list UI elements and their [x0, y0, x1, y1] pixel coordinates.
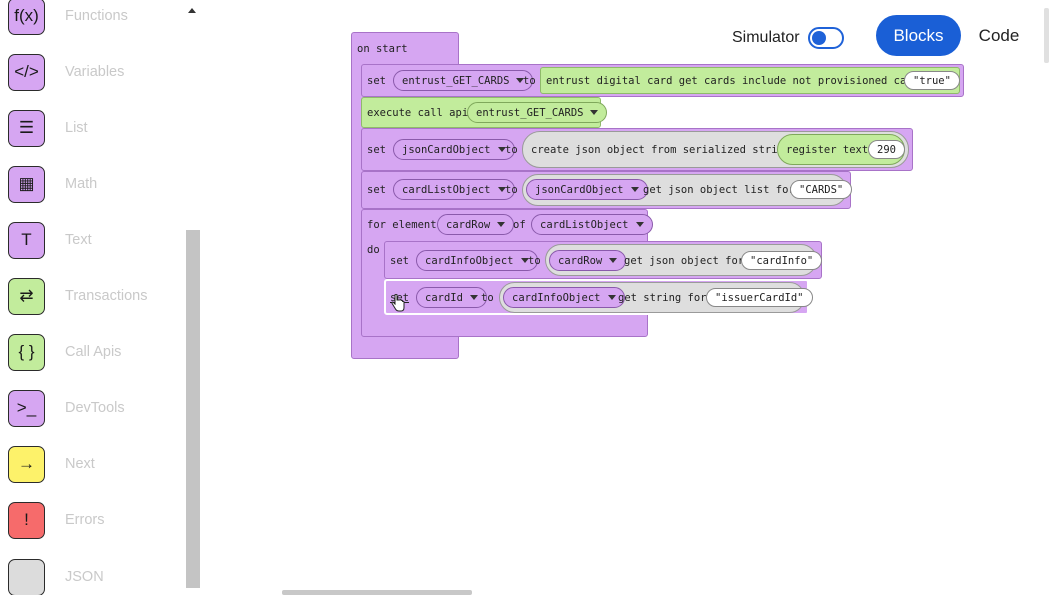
- register-text-label: register text: [786, 144, 869, 156]
- calculator-icon: ▦: [8, 165, 45, 203]
- api-dropdown[interactable]: entrust_GET_CARDS: [467, 102, 608, 123]
- to-label: to: [481, 292, 494, 304]
- text-arg-cardinfo[interactable]: "cardInfo": [741, 251, 823, 270]
- sidebar-item-transactions[interactable]: ⇄ Transactions: [8, 276, 147, 316]
- for-element-label: for element: [367, 219, 437, 231]
- code-tab-button[interactable]: Code: [974, 15, 1024, 56]
- get-json-object-label: get json object for: [624, 255, 745, 267]
- toggle-knob: [812, 31, 826, 45]
- get-json-list-label: get json object list for: [643, 184, 795, 196]
- to-label: to: [505, 184, 518, 196]
- set-label: set: [367, 144, 386, 156]
- simulator-toggle[interactable]: [808, 27, 844, 49]
- workspace-horizontal-scrollbar[interactable]: [282, 590, 472, 595]
- simulator-label: Simulator: [732, 29, 800, 46]
- get-cards-call-block[interactable]: [540, 67, 960, 94]
- on-start-label: on start: [357, 43, 408, 55]
- text-arg-cards[interactable]: "CARDS": [790, 180, 853, 199]
- sidebar-item-variables[interactable]: </> Variables: [8, 52, 124, 92]
- sidebar-item-list[interactable]: ☰ List: [8, 108, 88, 148]
- sidebar-item-label: Text: [65, 232, 92, 248]
- sidebar-scrollbar[interactable]: [186, 230, 200, 588]
- loop-list-dropdown[interactable]: cardListObject: [531, 214, 653, 235]
- terminal-icon: >_: [8, 389, 45, 427]
- variable-dropdown-7[interactable]: cardId: [416, 287, 487, 308]
- sidebar-item-label: Variables: [65, 64, 125, 80]
- code-brackets-icon: </>: [8, 53, 45, 91]
- sidebar-item-label: Transactions: [65, 288, 148, 304]
- collapse-arrow-icon[interactable]: [188, 8, 196, 13]
- variable-dropdown-6[interactable]: cardInfoObject: [416, 250, 538, 271]
- loop-variable-dropdown[interactable]: cardRow: [437, 214, 515, 235]
- set-label: set: [390, 255, 409, 267]
- number-arg-290[interactable]: 290: [868, 140, 905, 159]
- object-dropdown-4[interactable]: jsonCardObject: [526, 179, 648, 200]
- object-dropdown-6[interactable]: cardRow: [549, 250, 627, 271]
- function-icon: f(x): [8, 0, 45, 35]
- sidebar-item-label: DevTools: [65, 400, 125, 416]
- sidebar-item-label: Call Apis: [65, 344, 122, 360]
- variable-dropdown-3[interactable]: jsonCardObject: [393, 139, 515, 160]
- text-arg-true[interactable]: "true": [904, 71, 960, 90]
- to-label: to: [523, 75, 536, 87]
- sidebar-item-errors[interactable]: ! Errors: [8, 500, 104, 540]
- list-icon: ☰: [8, 109, 45, 147]
- set-label: set: [367, 75, 386, 87]
- sidebar-item-label: Math: [65, 176, 98, 192]
- object-dropdown-7[interactable]: cardInfoObject: [503, 287, 625, 308]
- sidebar-item-label: Next: [65, 456, 95, 472]
- create-json-label: create json object from serialized strin…: [531, 144, 791, 156]
- to-label: to: [528, 255, 541, 267]
- hand-cursor-icon: [391, 294, 405, 312]
- sidebar-item-json[interactable]: JSON: [8, 557, 104, 595]
- sidebar-item-next[interactable]: → Next: [8, 444, 95, 484]
- sidebar-item-math[interactable]: ▦ Math: [8, 164, 97, 204]
- variable-dropdown-1[interactable]: entrust_GET_CARDS: [393, 70, 534, 91]
- text-arg-issuercardid[interactable]: "issuerCardId": [706, 288, 813, 307]
- json-icon: [8, 558, 45, 595]
- sidebar-item-call-apis[interactable]: { } Call Apis: [8, 332, 121, 372]
- sidebar-item-devtools[interactable]: >_ DevTools: [8, 388, 125, 428]
- set-label: set: [367, 184, 386, 196]
- get-cards-label: entrust digital card get cards include n…: [546, 75, 926, 87]
- get-string-label: get string for: [618, 292, 707, 304]
- arrow-right-icon: →: [8, 445, 45, 483]
- sidebar-item-label: Functions: [65, 8, 128, 24]
- sidebar-item-text[interactable]: T Text: [8, 220, 92, 260]
- do-label: do: [367, 244, 380, 256]
- execute-call-api-label: execute call api: [367, 107, 469, 119]
- sidebar-item-label: Errors: [65, 512, 105, 528]
- workspace-edge-scrollbar[interactable]: [1044, 8, 1049, 63]
- curly-braces-icon: { }: [8, 333, 45, 371]
- variable-dropdown-4[interactable]: cardListObject: [393, 179, 515, 200]
- to-label: to: [505, 144, 518, 156]
- sidebar-item-label: List: [65, 120, 88, 136]
- error-circle-icon: !: [8, 501, 45, 539]
- text-t-icon: T: [8, 221, 45, 259]
- of-label: of: [513, 219, 526, 231]
- blocks-tab-button[interactable]: Blocks: [876, 15, 961, 56]
- swap-arrows-icon: ⇄: [8, 277, 45, 315]
- sidebar-item-label: JSON: [65, 569, 104, 585]
- sidebar-item-functions[interactable]: f(x) Functions: [8, 0, 128, 36]
